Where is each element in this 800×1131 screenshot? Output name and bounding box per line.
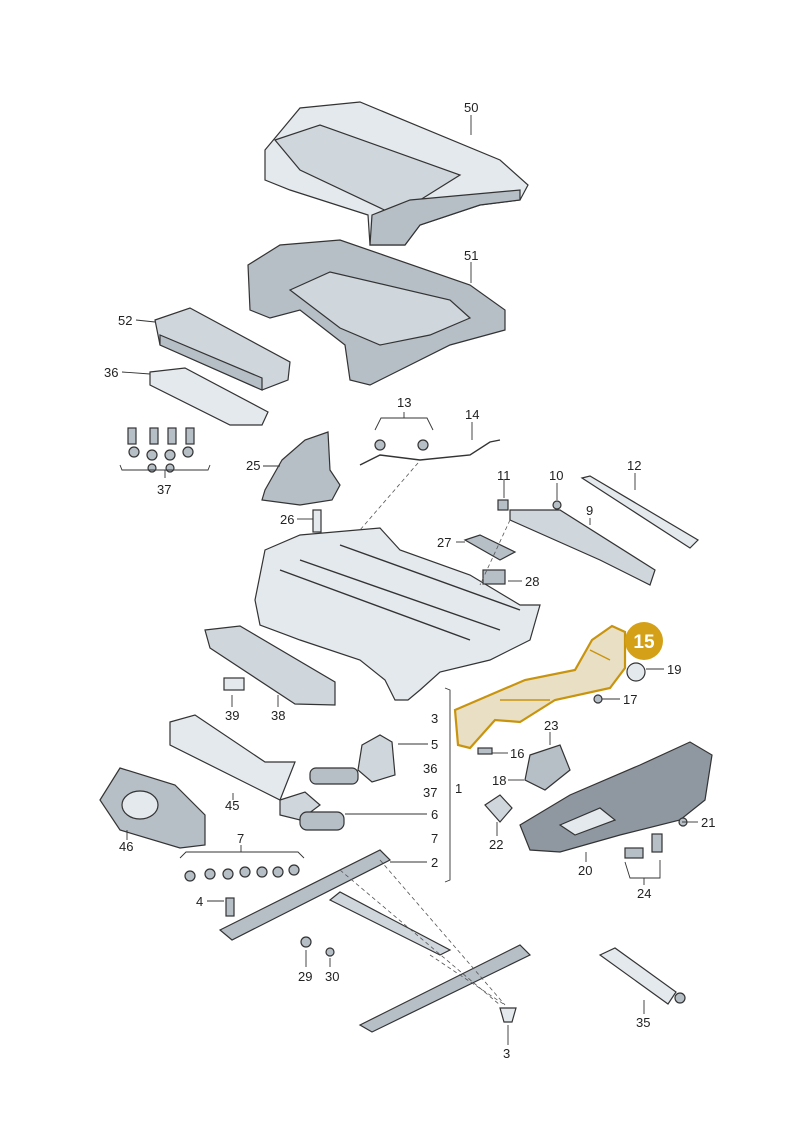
part-37-screws	[127, 427, 195, 473]
label-37: 37	[157, 482, 171, 497]
part-4-screw	[225, 897, 235, 917]
label-19: 19	[667, 662, 681, 677]
label-7-motor: 7	[431, 831, 438, 846]
label-35: 35	[636, 1015, 650, 1030]
label-46: 46	[119, 839, 133, 854]
part-13-14-cable	[359, 439, 501, 466]
highlight-label: 15	[633, 632, 655, 653]
label-3-bolt: 3	[503, 1046, 510, 1061]
part-23-switch-unit	[524, 744, 571, 791]
label-9: 9	[586, 503, 593, 518]
part-27-bracket	[463, 534, 517, 561]
label-50: 50	[464, 100, 478, 115]
label-23: 23	[544, 718, 558, 733]
label-10: 10	[549, 468, 563, 483]
label-2: 2	[431, 855, 438, 870]
part-5-motor	[309, 734, 396, 785]
highlight-badge-15[interactable]: 15	[625, 622, 663, 660]
part-38-front-cover	[204, 625, 336, 706]
seat-frame	[254, 527, 541, 701]
label-38: 38	[271, 708, 285, 723]
label-30: 30	[325, 969, 339, 984]
label-25: 25	[246, 458, 260, 473]
part-15-side-trim[interactable]	[453, 624, 627, 750]
part-19-cap	[626, 662, 646, 682]
part-51-seat-foam	[247, 239, 506, 386]
part-7-screws	[184, 864, 300, 882]
part-50-seat-cover	[264, 101, 529, 246]
label-27: 27	[437, 535, 451, 550]
label-3-frame: 3	[431, 711, 438, 726]
label-18: 18	[492, 773, 506, 788]
part-labels: 50 51 52 36 37 13 14 25 26 11 10 12 9 27…	[104, 100, 715, 1061]
label-17: 17	[623, 692, 637, 707]
label-20: 20	[578, 863, 592, 878]
part-17-screw	[593, 694, 603, 704]
part-16-screw	[477, 747, 493, 755]
label-4: 4	[196, 894, 203, 909]
label-6: 6	[431, 807, 438, 822]
label-39: 39	[225, 708, 239, 723]
label-51: 51	[464, 248, 478, 263]
label-21: 21	[701, 815, 715, 830]
label-14: 14	[465, 407, 479, 422]
part-24-button-a	[624, 847, 644, 859]
part-35-tube	[598, 947, 686, 1005]
label-16: 16	[510, 746, 524, 761]
part-39-clip	[223, 677, 245, 691]
part-46-housing	[99, 767, 206, 849]
part-20-side-panel	[519, 741, 713, 853]
label-37-motor: 37	[423, 785, 437, 800]
label-11: 11	[497, 468, 511, 483]
part-30-part	[325, 947, 335, 957]
part-45-bracket	[169, 714, 296, 801]
label-7-screws: 7	[237, 831, 244, 846]
part-28-bracket	[482, 569, 506, 585]
label-26: 26	[280, 512, 294, 527]
label-28: 28	[525, 574, 539, 589]
label-45: 45	[225, 798, 239, 813]
part-6-motor	[279, 791, 345, 831]
part-29-part	[300, 936, 312, 948]
assembly-dash-lines	[339, 462, 511, 1006]
part-52-front-extension	[154, 307, 291, 391]
label-22: 22	[489, 837, 503, 852]
part-25-shield	[261, 431, 341, 506]
label-24: 24	[637, 886, 651, 901]
label-29: 29	[298, 969, 312, 984]
part-36-plate	[149, 367, 269, 426]
leader-lines	[119, 115, 698, 1045]
part-10-screw	[552, 500, 562, 510]
label-5: 5	[431, 737, 438, 752]
label-36-motor: 36	[423, 761, 437, 776]
part-22-switch	[484, 794, 513, 823]
label-1: 1	[455, 781, 462, 796]
part-12-rail	[580, 475, 699, 549]
part-26-screw	[312, 509, 322, 533]
seat-rails	[218, 849, 532, 1033]
label-36: 36	[104, 365, 118, 380]
part-11-clip	[497, 499, 509, 511]
label-12: 12	[627, 458, 641, 473]
part-24-button-b	[651, 833, 663, 853]
label-13: 13	[397, 395, 411, 410]
part-3-bolt	[499, 1007, 517, 1023]
label-52: 52	[118, 313, 132, 328]
